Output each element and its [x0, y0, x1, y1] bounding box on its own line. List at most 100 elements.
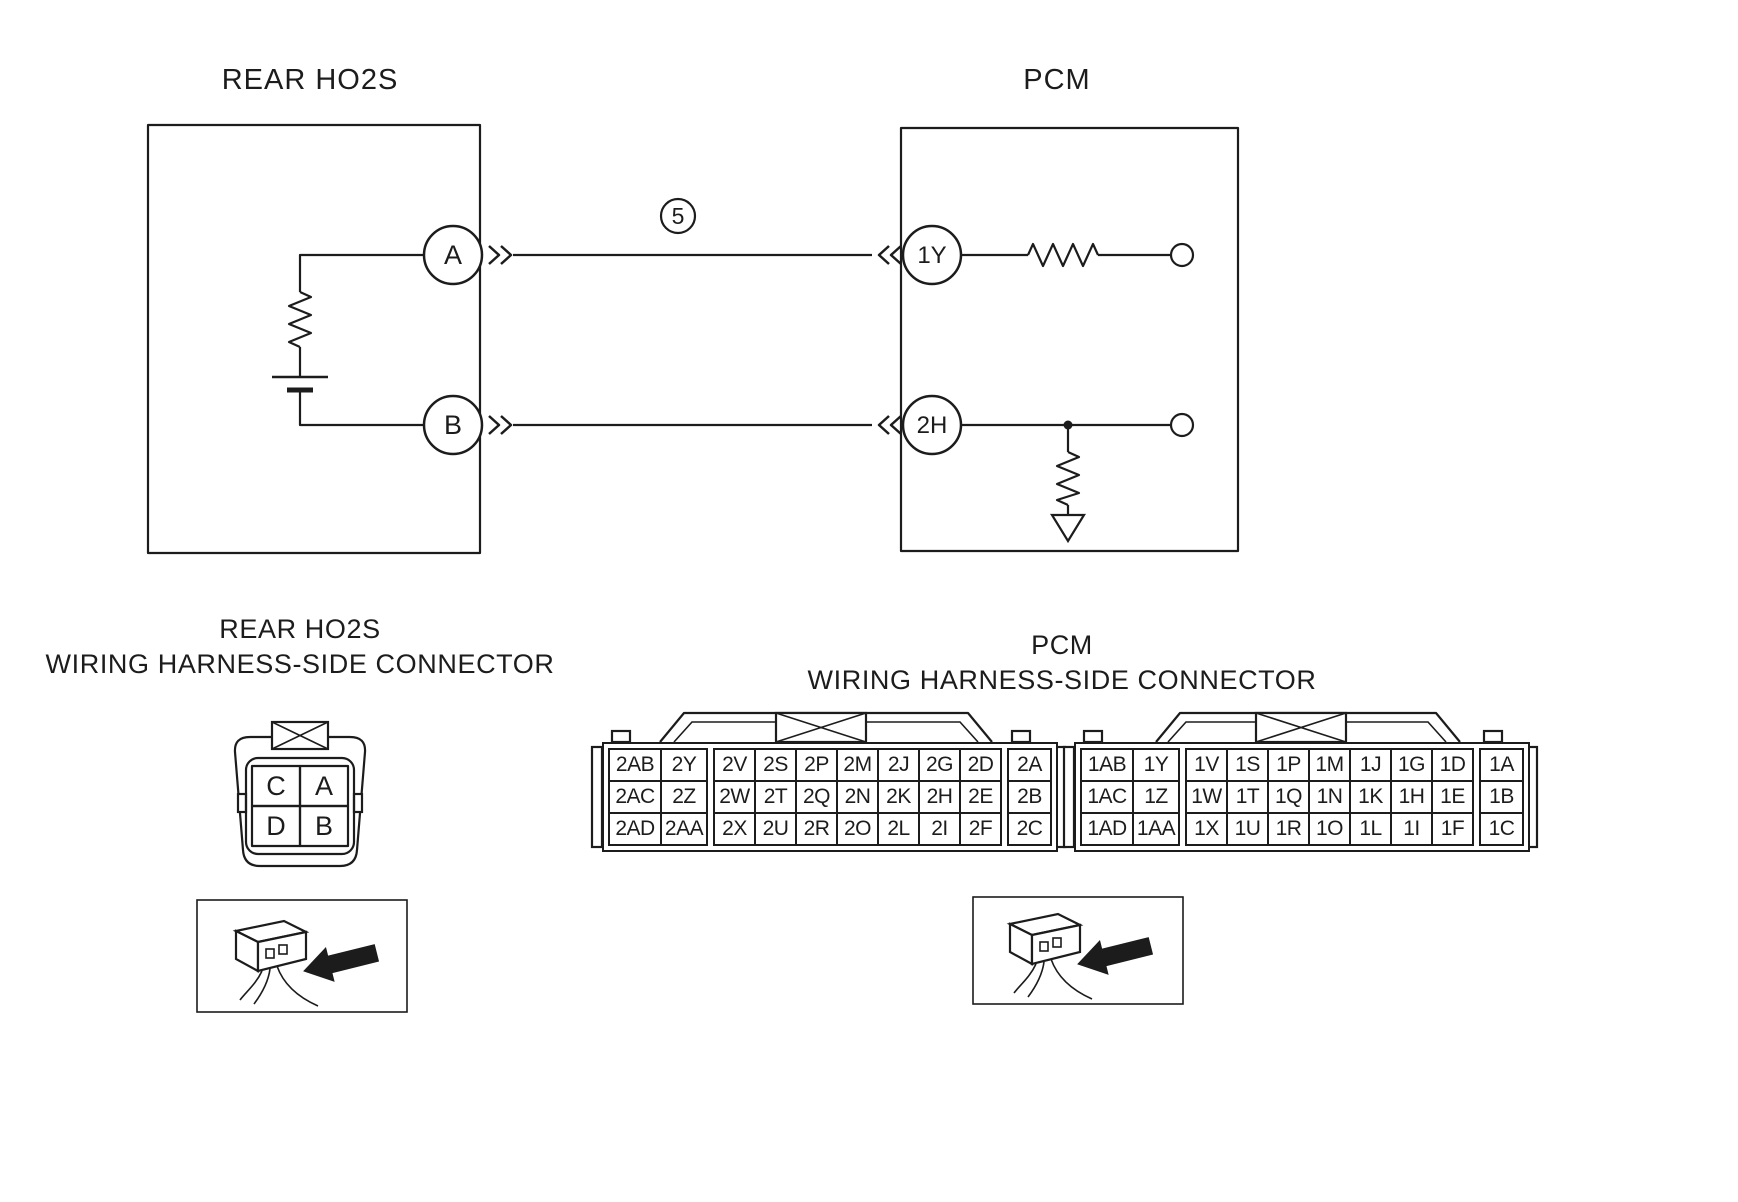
- pin-1AB: 1AB: [1080, 748, 1134, 782]
- pcm-block2-end-cap: [590, 745, 604, 849]
- pin-1AD: 1AD: [1080, 812, 1134, 846]
- pcm-block2-tab: [1010, 729, 1032, 744]
- pcm-block1-tab: [1482, 729, 1504, 744]
- chevron-left-icon: [877, 415, 902, 435]
- pin-1X: 1X: [1185, 812, 1228, 846]
- connector-view-icon: [234, 919, 383, 1008]
- pin-2X: 2X: [713, 812, 756, 846]
- open-terminal-icon: [1169, 412, 1195, 438]
- pin-1H: 1H: [1390, 780, 1433, 814]
- pin-1O: 1O: [1308, 812, 1351, 846]
- pin-2L: 2L: [877, 812, 920, 846]
- pin-2D: 2D: [959, 748, 1002, 782]
- pin-1Z: 1Z: [1132, 780, 1180, 814]
- terminal-a-label: A: [444, 240, 462, 270]
- left-box-title: REAR HO2S: [222, 64, 399, 96]
- pin-2A: 2A: [1007, 748, 1052, 782]
- pin-1V: 1V: [1185, 748, 1228, 782]
- latch-x-icon: [271, 721, 329, 750]
- pin-2Q: 2Q: [795, 780, 838, 814]
- pin-2E: 2E: [959, 780, 1002, 814]
- pin-2M: 2M: [836, 748, 879, 782]
- pin-1F: 1F: [1431, 812, 1474, 846]
- pin-1K: 1K: [1349, 780, 1392, 814]
- chevron-left-icon: [877, 245, 902, 265]
- pin-1C: 1C: [1479, 812, 1524, 846]
- open-terminal-icon: [1169, 242, 1195, 268]
- pin-1Y: 1Y: [1132, 748, 1180, 782]
- pcm-connector-title-line2: WIRING HARNESS-SIDE CONNECTOR: [807, 665, 1317, 695]
- pin-2Y: 2Y: [660, 748, 708, 782]
- pin-2AD: 2AD: [608, 812, 662, 846]
- pin-1U: 1U: [1226, 812, 1269, 846]
- ho2s-connector-side-tab: [236, 792, 248, 814]
- pin-2G: 2G: [918, 748, 961, 782]
- terminal-b-label: B: [444, 410, 462, 440]
- pin-1AA: 1AA: [1132, 812, 1180, 846]
- chevron-right-icon: [488, 245, 513, 265]
- pin-1J: 1J: [1349, 748, 1392, 782]
- pcm-connector-title-line1: PCM: [1031, 630, 1093, 660]
- rear-ho2s-box: [146, 123, 482, 555]
- pin-1N: 1N: [1308, 780, 1351, 814]
- pcm-view-direction-box: [972, 896, 1184, 1005]
- right-box-title: PCM: [1023, 64, 1090, 96]
- pin-1A: 1A: [1479, 748, 1524, 782]
- pin-1B: 1B: [1479, 780, 1524, 814]
- pin-label-c: C: [266, 771, 286, 801]
- wire-number-badge: [659, 197, 697, 235]
- terminal-a-circle: [422, 224, 484, 286]
- pin-2W: 2W: [713, 780, 756, 814]
- pin-2O: 2O: [836, 812, 879, 846]
- pin-label-d: D: [266, 811, 286, 841]
- pin-1W: 1W: [1185, 780, 1228, 814]
- pin-2V: 2V: [713, 748, 756, 782]
- pcm-block1-end-cap: [1062, 745, 1076, 849]
- pin-2N: 2N: [836, 780, 879, 814]
- pin-cavity-b: [298, 804, 350, 848]
- pin-label-b: B: [315, 811, 333, 841]
- pin-1R: 1R: [1267, 812, 1310, 846]
- pin-1Q: 1Q: [1267, 780, 1310, 814]
- pcm-block1-tab: [1082, 729, 1104, 744]
- pin-1D: 1D: [1431, 748, 1474, 782]
- terminal-1y-label: 1Y: [917, 242, 946, 269]
- latch-x-icon: [1255, 712, 1347, 743]
- wire-number-label: 5: [672, 203, 685, 229]
- pin-2S: 2S: [754, 748, 797, 782]
- resistor-icon: [1026, 242, 1100, 268]
- pin-2J: 2J: [877, 748, 920, 782]
- pin-2Z: 2Z: [660, 780, 708, 814]
- ho2s-connector-side-tab: [352, 792, 364, 814]
- pcm-block2-tab: [610, 729, 632, 744]
- pin-1I: 1I: [1390, 812, 1433, 846]
- pin-2B: 2B: [1007, 780, 1052, 814]
- pin-2AB: 2AB: [608, 748, 662, 782]
- resistor-icon: [1055, 450, 1081, 507]
- pin-2I: 2I: [918, 812, 961, 846]
- ho2s-connector-title-line1: REAR HO2S: [219, 614, 381, 644]
- pin-1M: 1M: [1308, 748, 1351, 782]
- pin-2AA: 2AA: [660, 812, 708, 846]
- ho2s-connector-inner: [244, 756, 356, 856]
- pin-2H: 2H: [918, 780, 961, 814]
- pcm-connector-title: PCM WIRING HARNESS-SIDE CONNECTOR: [792, 628, 1332, 698]
- pin-label-a: A: [315, 771, 333, 801]
- resistor-icon: [287, 290, 313, 349]
- terminal-2h-label: 2H: [917, 412, 948, 439]
- pin-2P: 2P: [795, 748, 838, 782]
- pin-2U: 2U: [754, 812, 797, 846]
- ho2s-internal-wire-top: [298, 253, 424, 292]
- pin-2R: 2R: [795, 812, 838, 846]
- pin-1T: 1T: [1226, 780, 1269, 814]
- pin-1G: 1G: [1390, 748, 1433, 782]
- pin-2T: 2T: [754, 780, 797, 814]
